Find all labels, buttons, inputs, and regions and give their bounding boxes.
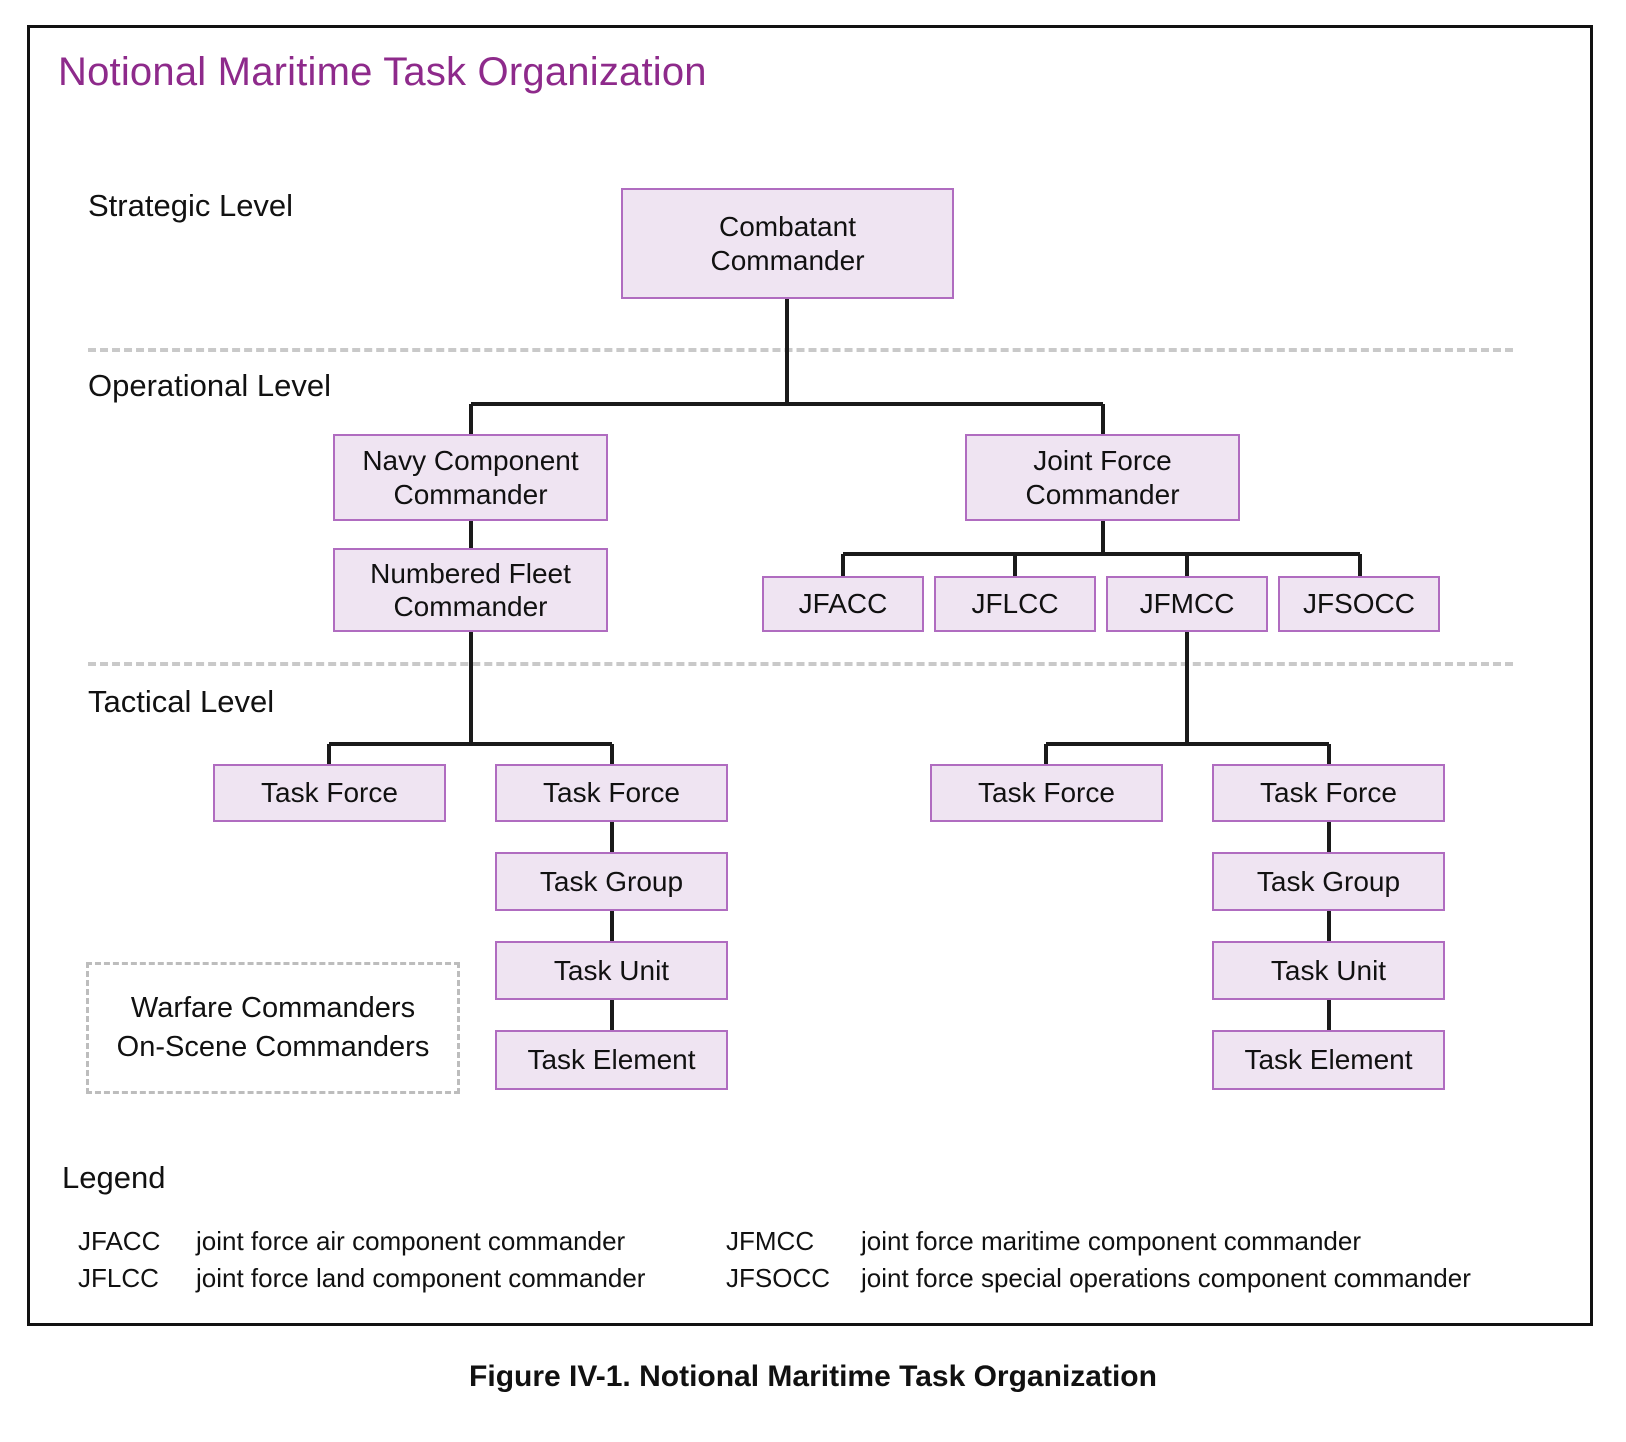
node-label-line1: Numbered Fleet: [370, 557, 571, 589]
on-scene-commanders-label: On-Scene Commanders: [116, 1031, 430, 1063]
level-label-tactical: Tactical Level: [88, 684, 275, 719]
node-label-line2: Commander: [1025, 478, 1180, 510]
node-label: Task Element: [527, 1044, 696, 1076]
node-label: JFLCC: [971, 588, 1059, 620]
node-task-force-navy-right[interactable]: Task Force: [495, 764, 728, 822]
node-numbered-fleet-commander[interactable]: Numbered Fleet Commander: [333, 548, 608, 632]
node-combatant-commander[interactable]: Combatant Commander: [621, 188, 954, 299]
legend-term: joint force land component commander: [196, 1263, 646, 1293]
node-jfacc[interactable]: JFACC: [762, 576, 924, 632]
node-label: Task Force: [978, 777, 1115, 809]
node-label: Task Group: [1256, 865, 1401, 897]
legend-title: Legend: [62, 1160, 166, 1195]
node-task-unit-navy[interactable]: Task Unit: [495, 941, 728, 1000]
node-label: Task Force: [543, 777, 680, 809]
node-label-line2: Commander: [393, 478, 548, 510]
legend-abbr: JFSOCC: [726, 1263, 830, 1293]
node-jfsocc[interactable]: JFSOCC: [1278, 576, 1440, 632]
node-task-element-joint[interactable]: Task Element: [1212, 1030, 1445, 1090]
legend-term: joint force special operations component…: [861, 1263, 1471, 1293]
node-task-element-navy[interactable]: Task Element: [495, 1030, 728, 1090]
divider-operational-tactical: [88, 662, 1513, 666]
node-label: Task Element: [1244, 1044, 1413, 1076]
node-task-force-joint-left[interactable]: Task Force: [930, 764, 1163, 822]
node-label: Task Force: [261, 777, 398, 809]
node-label: JFACC: [798, 588, 888, 620]
node-label-line2: Commander: [710, 244, 865, 276]
node-label-line2: Commander: [393, 591, 548, 622]
legend-abbr: JFLCC: [78, 1263, 159, 1293]
node-label-line1: Joint Force: [1033, 445, 1172, 477]
node-label: JFSOCC: [1303, 588, 1415, 620]
node-navy-component-commander[interactable]: Navy Component Commander: [333, 434, 608, 521]
node-task-force-joint-right[interactable]: Task Force: [1212, 764, 1445, 822]
node-label: Task Group: [539, 865, 684, 897]
legend-grid: JFACC joint force air component commande…: [78, 1226, 1538, 1294]
divider-strategic-operational: [88, 348, 1513, 352]
node-jfmcc[interactable]: JFMCC: [1106, 576, 1268, 632]
warfare-commanders-label: Warfare Commanders: [130, 992, 416, 1024]
node-task-group-navy[interactable]: Task Group: [495, 852, 728, 911]
page-title: Notional Maritime Task Organization: [58, 50, 707, 94]
warfare-commanders-box: Warfare Commanders On-Scene Commanders: [86, 962, 460, 1094]
node-label: Task Unit: [553, 954, 670, 986]
node-task-force-navy-left[interactable]: Task Force: [213, 764, 446, 822]
figure-caption: Figure IV-1. Notional Maritime Task Orga…: [469, 1360, 1157, 1393]
legend-term: joint force air component commander: [196, 1226, 626, 1256]
node-task-unit-joint[interactable]: Task Unit: [1212, 941, 1445, 1000]
node-label-line1: Combatant: [719, 211, 856, 243]
level-label-operational: Operational Level: [88, 368, 331, 403]
node-label: Task Unit: [1270, 954, 1387, 986]
node-label-line1: Navy Component: [362, 445, 579, 477]
level-label-strategic: Strategic Level: [88, 188, 294, 223]
legend-abbr: JFMCC: [726, 1226, 815, 1256]
node-label: JFMCC: [1139, 588, 1235, 620]
node-label: Task Force: [1260, 777, 1397, 809]
node-joint-force-commander[interactable]: Joint Force Commander: [965, 434, 1240, 521]
node-task-group-joint[interactable]: Task Group: [1212, 852, 1445, 911]
legend-term: joint force maritime component commander: [861, 1226, 1361, 1256]
legend-abbr: JFACC: [78, 1226, 161, 1256]
node-jflcc[interactable]: JFLCC: [934, 576, 1096, 632]
